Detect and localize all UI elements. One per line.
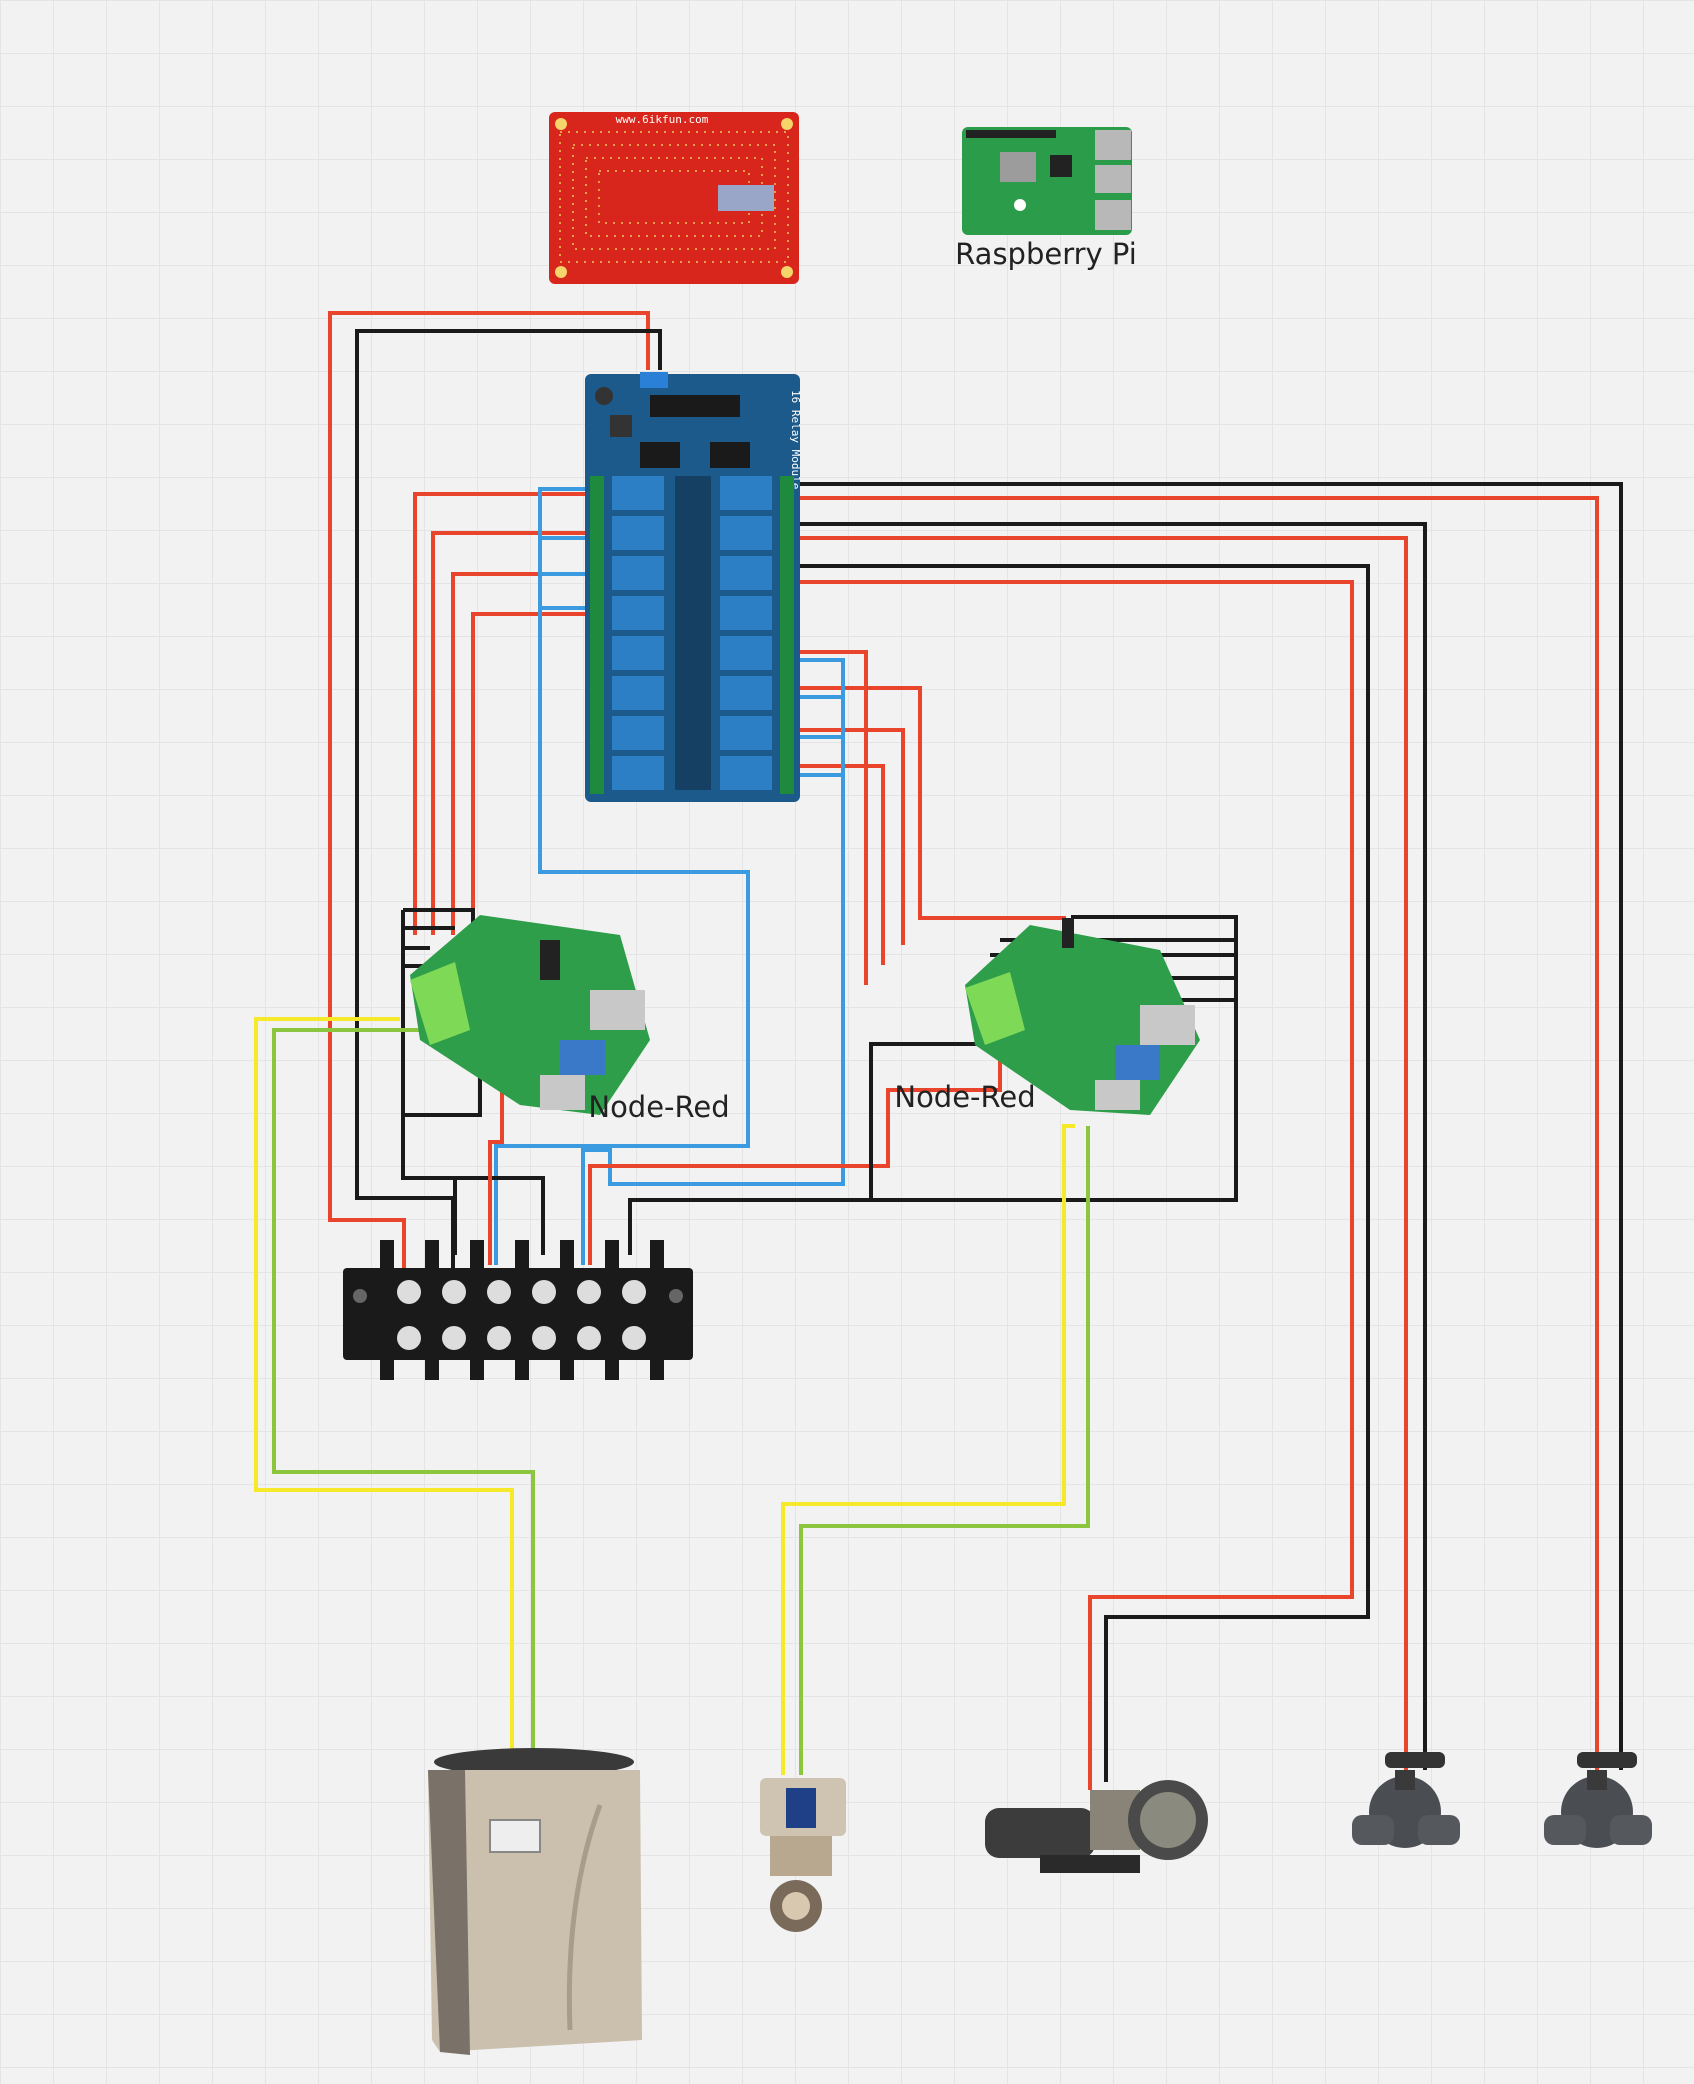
node-red-label-left: Node-Red [588,1090,729,1124]
protoboard-icon: www.6ikfun.com [549,112,799,284]
relay-module-icon: 16 Relay Module [585,372,802,802]
three-way-valve-icon [1544,1752,1652,1848]
wire-red [431,531,590,935]
wire-black [403,1176,545,1255]
terminal-block-icon [343,1240,693,1380]
wire-black [869,915,1238,1202]
wire-red [488,1070,504,1265]
relay-column-right [720,476,772,790]
raspberry-pi-icon [962,127,1132,235]
raspberry-pi-label: Raspberry Pi [955,237,1137,271]
wires [254,311,1623,1790]
relay-module-text: 16 Relay Module [789,390,802,489]
heat-pump-icon [428,1748,642,2055]
wire-green [799,1126,1090,1775]
wire-red [798,536,1408,1775]
wire-blue [581,658,845,1265]
wire-red [798,580,1354,1790]
wire-green [272,1028,535,1760]
protoboard-url: www.6ikfun.com [616,113,709,126]
wire-red [588,1060,1002,1265]
node-red-label-right: Node-Red [894,1080,1035,1114]
wire-black [628,1198,871,1255]
wire-red [798,764,885,965]
relay-column-left [612,476,664,790]
chlorinator-icon [760,1778,846,1932]
three-way-valve-icon [1352,1752,1460,1848]
wire-black [401,1000,482,1117]
wire-black [798,564,1370,1782]
wire-black [798,482,1623,1770]
wire-yellow [781,1124,1075,1775]
wire-red [471,612,590,935]
wire-red [798,650,868,985]
wire-blue [494,487,750,1265]
wire-black [798,522,1427,1770]
node-red-controller-icon [965,918,1200,1115]
node-red-controller-icon [410,915,650,1115]
wire-red [328,311,650,1272]
wire-red [798,728,905,945]
wire-red [798,686,1066,920]
wire-yellow [254,1017,514,1760]
pool-pump-icon [985,1780,1208,1873]
wire-red [413,492,590,935]
wire-red [798,496,1599,1775]
